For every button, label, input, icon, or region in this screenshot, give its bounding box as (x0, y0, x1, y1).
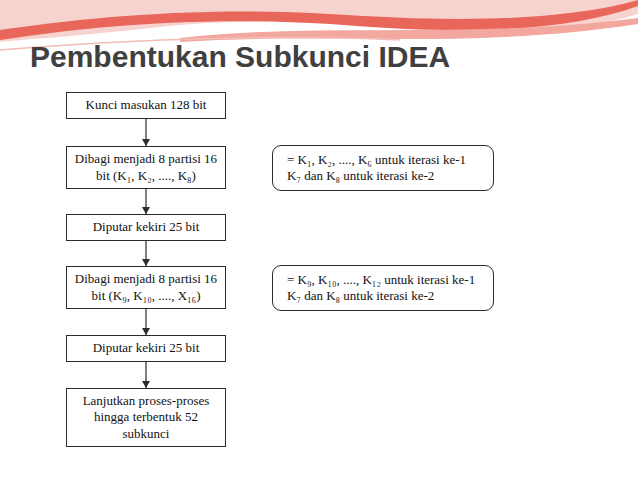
process-box: Diputar kekiri 25 bit (66, 335, 226, 362)
box-text: Dibagi menjadi 8 partisi 16 bit (K₁, K₂,… (73, 151, 219, 184)
slide-title: Pembentukan Subkunci IDEA (30, 40, 450, 74)
arrowhead (142, 139, 150, 146)
flow-arrow (142, 309, 150, 335)
note-box: = K₉, K₁₀, ...., K₁₂ untuk iterasi ke-1 … (272, 265, 494, 311)
process-box: Dibagi menjadi 8 partisi 16 bit (K₁, K₂,… (66, 146, 226, 189)
arrowhead (142, 381, 150, 388)
arrowhead (142, 207, 150, 214)
process-box: Diputar kekiri 25 bit (66, 214, 226, 241)
arrowhead (142, 328, 150, 335)
process-box: Dibagi menjadi 8 partisi 16 bit (K₉, K₁₀… (66, 266, 226, 309)
box-text: Diputar kekiri 25 bit (73, 219, 219, 235)
pink-band (0, 0, 638, 42)
process-box: Lanjutkan proses-proses hingga terbentuk… (66, 388, 226, 447)
flow-arrow (142, 362, 150, 388)
box-text: = K₁, K₂, ...., K₆ untuk iterasi ke-1 K₇… (287, 152, 483, 185)
flow-arrow (142, 119, 150, 146)
box-text: Kunci masukan 128 bit (73, 97, 219, 113)
flow-arrow (142, 241, 150, 266)
process-box: Kunci masukan 128 bit (66, 92, 226, 119)
flow-arrow (142, 189, 150, 214)
box-text: Lanjutkan proses-proses hingga terbentuk… (73, 393, 219, 442)
box-text: Dibagi menjadi 8 partisi 16 bit (K₉, K₁₀… (73, 271, 219, 304)
note-box: = K₁, K₂, ...., K₆ untuk iterasi ke-1 K₇… (272, 145, 494, 191)
arrowhead (142, 259, 150, 266)
box-text: = K₉, K₁₀, ...., K₁₂ untuk iterasi ke-1 … (287, 272, 483, 305)
box-text: Diputar kekiri 25 bit (73, 340, 219, 356)
